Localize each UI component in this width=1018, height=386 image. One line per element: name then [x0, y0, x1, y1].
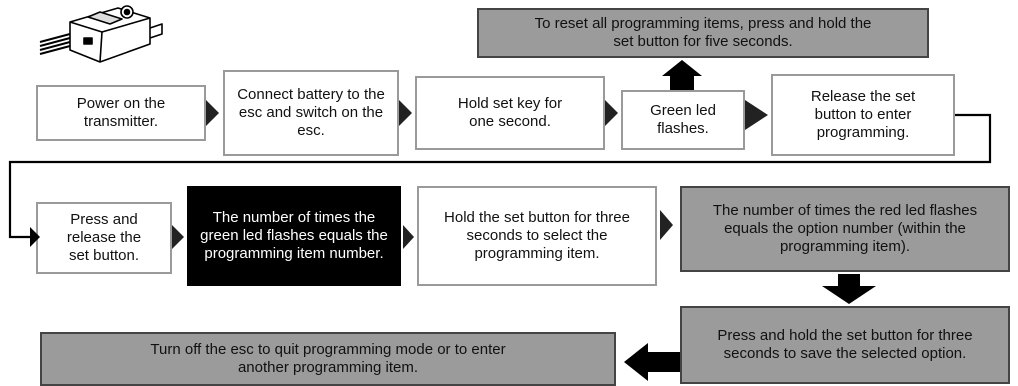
arrow-right-icon — [745, 100, 768, 130]
step-press-release-text: Press and release the set button. — [66, 210, 142, 265]
step-green-count-text: The number of times the green led flashe… — [200, 208, 388, 263]
step-connect-battery-text: Connect battery to the esc and switch on… — [237, 85, 385, 140]
arrow-left-icon — [624, 343, 680, 381]
step-release-set-text: Release the set button to enter programm… — [810, 87, 916, 142]
arrow-right-icon — [660, 210, 673, 240]
step-red-count: The number of times the red led flashes … — [680, 186, 1010, 272]
step-green-flashes: Green led flashes. — [621, 90, 745, 150]
step-turn-off: Turn off the esc to quit programming mod… — [40, 332, 616, 386]
step-red-count-text: The number of times the red led flashes … — [712, 201, 978, 256]
arrow-down-icon — [822, 274, 876, 304]
arrow-right-icon — [206, 100, 219, 126]
step-green-flashes-text: Green led flashes. — [650, 101, 716, 137]
step-reset-all: To reset all programming items, press an… — [477, 8, 929, 58]
arrow-right-icon — [403, 225, 414, 249]
step-save-option-text: Press and hold the set button for three … — [717, 326, 973, 362]
step-hold-three: Hold the set button for three seconds to… — [417, 186, 657, 286]
step-hold-set-key: Hold set key for one second. — [415, 76, 605, 150]
step-save-option: Press and hold the set button for three … — [680, 306, 1010, 384]
step-hold-three-text: Hold the set button for three seconds to… — [444, 208, 630, 263]
step-release-set: Release the set button to enter programm… — [771, 74, 955, 156]
step-power-on-text: Power on the transmitter. — [76, 94, 166, 130]
step-green-count: The number of times the green led flashe… — [187, 186, 401, 286]
step-connect-battery: Connect battery to the esc and switch on… — [223, 70, 399, 156]
arrow-right-icon — [605, 100, 618, 126]
arrow-right-icon — [399, 100, 412, 126]
step-press-release: Press and release the set button. — [36, 202, 172, 274]
step-hold-set-key-text: Hold set key for one second. — [457, 94, 563, 130]
arrow-up-icon — [662, 60, 702, 90]
step-power-on: Power on the transmitter. — [36, 85, 206, 141]
esc-device-icon — [39, 5, 163, 63]
step-reset-all-text: To reset all programming items, press an… — [534, 14, 872, 50]
step-turn-off-text: Turn off the esc to quit programming mod… — [150, 340, 506, 376]
arrow-right-icon — [172, 225, 184, 249]
